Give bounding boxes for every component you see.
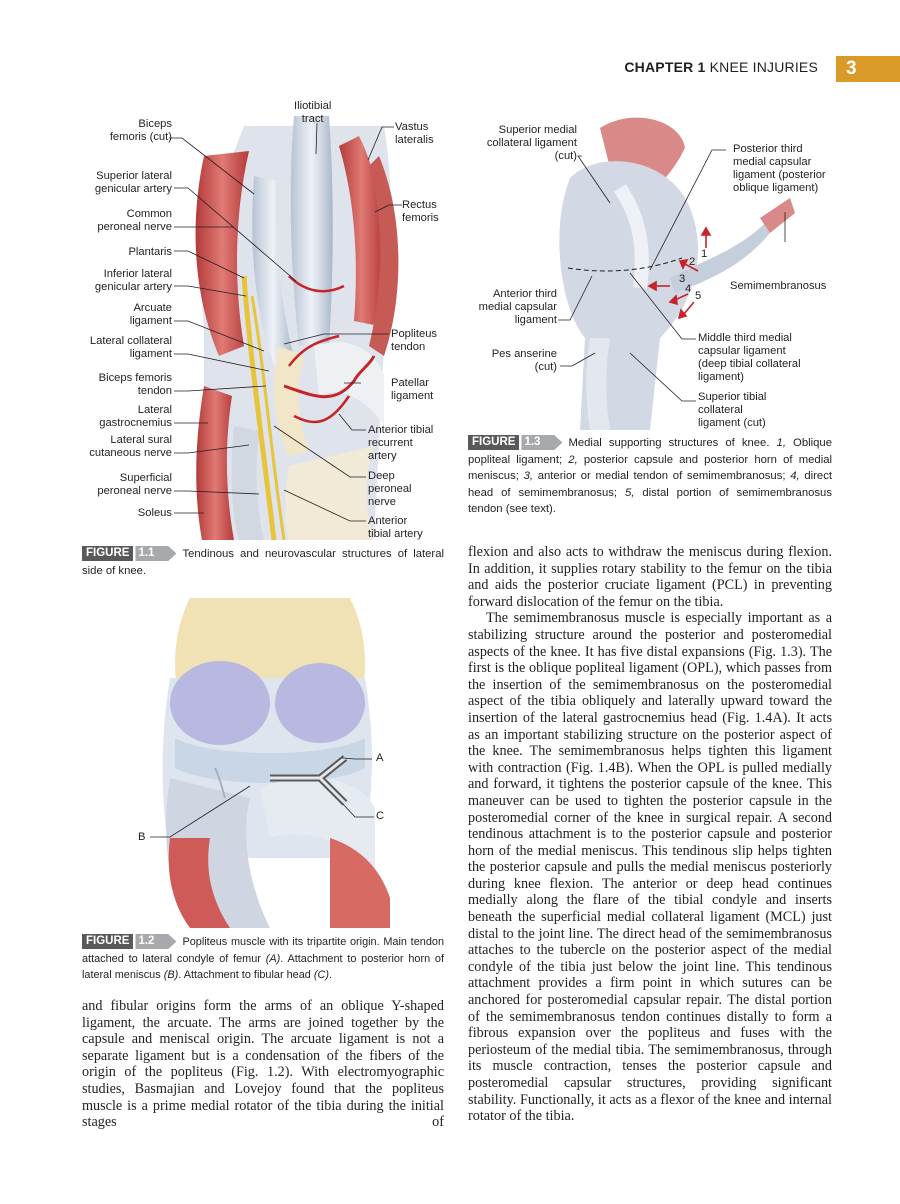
label-middle-third-medial-capsular-ligament: Middle third medial capsular ligament (d… xyxy=(698,332,801,383)
figure-1-3: Superior medial collateral ligament (cut… xyxy=(470,108,840,430)
paragraph: and fibular origins form the arms of an … xyxy=(82,998,444,1131)
label-biceps-femoris-tendon: Biceps femoris tendon xyxy=(98,372,172,397)
label-lateral-sural-cutaneous-nerve: Lateral sural cutaneous nerve xyxy=(89,434,172,459)
figure-number: 1.1 xyxy=(135,546,177,561)
caption-text: Tendinous and neurovascular structures o… xyxy=(82,548,444,577)
caption-text: Popliteus muscle with its tripartite ori… xyxy=(82,936,444,965)
label-superior-medial-collateral-ligament-cut: Superior medial collateral ligament (cut… xyxy=(486,124,577,162)
chapter-number: CHAPTER 1 xyxy=(624,59,706,75)
caption-ref-1: 1, xyxy=(776,437,786,449)
figure-tag: FIGURE xyxy=(82,546,134,561)
caption-text: direct head of semimembranosus; xyxy=(468,470,833,499)
chapter-heading: CHAPTER 1 KNEE INJURIES xyxy=(624,59,818,75)
label-inferior-lateral-genicular-artery: Inferior lateral genicular artery xyxy=(94,268,172,293)
label-biceps-femoris-cut: Biceps femoris (cut) xyxy=(109,118,172,143)
caption-text: . Attachment to posterior horn of latera… xyxy=(82,952,445,982)
label-c: C xyxy=(376,810,385,822)
label-anterior-tibial-artery: Anterior tibial artery xyxy=(368,515,423,540)
left-column-text: and fibular origins form the arms of an … xyxy=(82,998,444,1131)
caption-text: anterior or medial tendon of semimembran… xyxy=(533,470,791,482)
label-rectus-femoris: Rectus femoris xyxy=(402,199,439,224)
running-header: CHAPTER 1 KNEE INJURIES 3 xyxy=(624,56,900,82)
caption-ref-5: 5, xyxy=(624,486,635,499)
label-lateral-collateral-ligament: Lateral collateral ligament xyxy=(89,335,172,360)
label-pes-anserine-cut: Pes anserine (cut) xyxy=(491,348,557,373)
caption-text: distal portion of semimembranosus tendon… xyxy=(468,486,832,516)
label-arcuate-ligament: Arcuate ligament xyxy=(129,302,172,327)
figure-1-2: A C B xyxy=(130,598,400,928)
caption-text: Oblique popliteal ligament; xyxy=(468,437,832,466)
label-popliteus-tendon: Popliteus tendon xyxy=(391,328,438,353)
label-number-5: 5 xyxy=(695,290,702,302)
figure-1-3-illustration xyxy=(558,117,795,430)
label-number-1: 1 xyxy=(701,248,708,260)
caption-ref-4: 4, xyxy=(790,470,800,482)
knee-lateral-drawing xyxy=(195,116,399,540)
figure-number: 1.3 xyxy=(521,435,563,450)
label-plantaris: Plantaris xyxy=(128,246,172,258)
leader-lines xyxy=(169,122,402,522)
knee-medial-drawing xyxy=(559,117,795,430)
caption-text: . xyxy=(329,969,333,981)
label-posterior-third-medial-capsular-ligament: Posterior third medial capsular ligament… xyxy=(733,143,826,194)
label-soleus: Soleus xyxy=(137,507,172,519)
caption-text: Medial supporting structures of knee. xyxy=(568,437,777,449)
paragraph: The semimembranosus muscle is especially… xyxy=(468,610,832,1125)
figure-tag: FIGURE xyxy=(468,435,520,450)
caption-ref-b: (B) xyxy=(163,969,179,981)
caption-ref-2: 2, xyxy=(568,453,578,466)
caption-ref-3: 3, xyxy=(523,470,533,482)
caption-text: posterior capsule and posterior horn of … xyxy=(468,453,832,483)
label-superior-lateral-genicular-artery: Superior lateral genicular artery xyxy=(94,170,172,195)
caption-ref-a: (A) xyxy=(265,952,281,965)
caption-ref-c: (C) xyxy=(313,969,329,981)
figure-1-1: Iliotibial tract Biceps femoris (cut) Va… xyxy=(84,96,454,540)
label-number-4: 4 xyxy=(685,283,692,295)
figure-number: 1.2 xyxy=(135,934,177,949)
label-iliotibial-tract: Iliotibial tract xyxy=(294,100,332,125)
chapter-title: KNEE INJURIES xyxy=(709,59,818,75)
right-column-text: flexion and also acts to withdraw the me… xyxy=(468,544,832,1125)
label-semimembranosus: Semimembranosus xyxy=(730,280,827,292)
label-vastus-lateralis: Vastus lateralis xyxy=(395,121,434,146)
label-number-2: 2 xyxy=(689,256,696,268)
label-superior-tibial-collateral-ligament-cut: Superior tibial collateral ligament (cut… xyxy=(698,391,767,429)
label-deep-peroneal-nerve: Deep peroneal nerve xyxy=(368,470,412,508)
label-b: B xyxy=(138,831,146,843)
paragraph: flexion and also acts to withdraw the me… xyxy=(468,544,832,610)
figure-tag: FIGURE xyxy=(82,934,134,949)
leader-lines xyxy=(558,149,786,402)
figure-1-1-illustration xyxy=(169,116,402,540)
label-anterior-third-medial-capsular-ligament: Anterior third medial capsular ligament xyxy=(478,288,557,326)
label-anterior-tibial-recurrent-artery: Anterior tibial recurrent artery xyxy=(368,424,434,462)
caption-text: . Attachment to fibular head xyxy=(178,969,314,981)
label-common-peroneal-nerve: Common peroneal nerve xyxy=(97,208,172,233)
figure-1-2-illustration xyxy=(150,598,390,928)
label-number-3: 3 xyxy=(679,273,686,285)
label-superficial-peroneal-nerve: Superficial peroneal nerve xyxy=(97,472,172,497)
page-number-tab: 3 xyxy=(836,56,900,82)
label-patellar-ligament: Patellar ligament xyxy=(391,377,434,402)
leader-lines xyxy=(150,757,374,838)
knee-posterior-drawing xyxy=(162,598,390,928)
label-a: A xyxy=(376,752,384,764)
label-lateral-gastrocnemius: Lateral gastrocnemius xyxy=(99,404,172,429)
